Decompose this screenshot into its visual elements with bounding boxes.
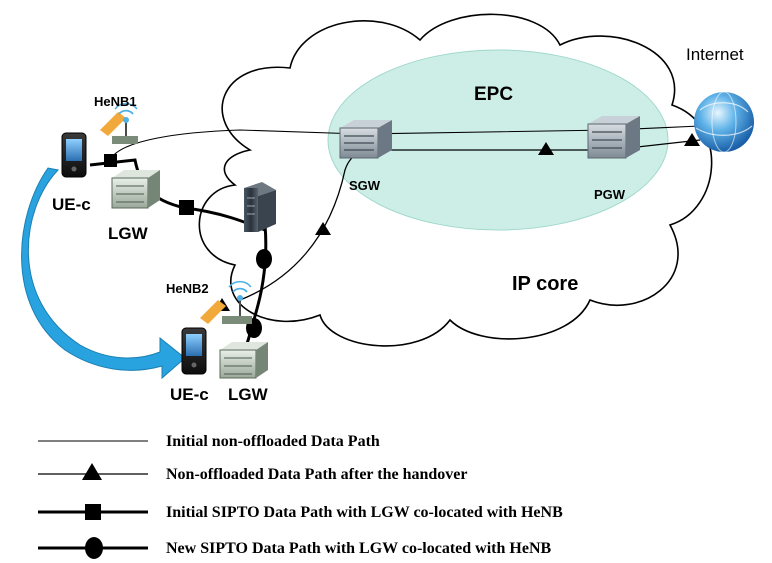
legend-item: Initial SIPTO Data Path with LGW co-loca… [38,504,563,521]
handover-arrow-icon [21,167,186,380]
sgw-label: SGW [349,178,381,193]
server-tower-icon [244,182,276,232]
legend-text: Initial SIPTO Data Path with LGW co-loca… [166,504,563,521]
legend-circle-marker [85,537,103,559]
internet-globe-icon [694,91,754,153]
epc-region [327,49,669,231]
ue-bottom-label: UE-c [170,385,209,404]
square-marker [179,200,194,215]
square-marker [104,154,117,167]
lgw-top-label: LGW [108,224,149,243]
ue-phone-icon [181,327,207,375]
triangle-marker [315,222,331,235]
pgw-label: PGW [594,187,626,202]
legend-text: Initial non-offloaded Data Path [166,433,380,450]
legend-item: Non-offloaded Data Path after the handov… [38,463,467,483]
ip-core-label: IP core [512,273,578,295]
legend-triangle-marker [82,463,102,480]
henb1-label: HeNB1 [94,94,137,109]
legend-square-marker [85,504,101,520]
lgw-server-icon [111,170,160,209]
epc-label: EPC [474,84,513,105]
legend-text: New SIPTO Data Path with LGW co-located … [166,540,552,557]
triangle-marker [684,133,700,146]
triangle-marker [538,142,554,155]
ue-top-label: UE-c [52,195,91,214]
internet-label: Internet [686,45,744,64]
legend-text: Non-offloaded Data Path after the handov… [166,466,467,483]
initial-non-offloaded-path [109,125,701,161]
pgw-router-icon [587,116,640,159]
legend-item: New SIPTO Data Path with LGW co-located … [38,537,552,559]
circle-marker [256,249,272,269]
legend: Initial non-offloaded Data Path Non-offl… [38,433,563,559]
lgw-bottom-label: LGW [228,385,269,404]
henb2-label: HeNB2 [166,281,209,296]
henb-antenna-icon [200,280,252,324]
legend-item: Initial non-offloaded Data Path [38,433,380,450]
ue-phone-icon [61,132,87,178]
sgw-router-icon [339,120,392,159]
henb-antenna-icon [100,102,138,144]
lgw-server-icon [219,342,268,379]
